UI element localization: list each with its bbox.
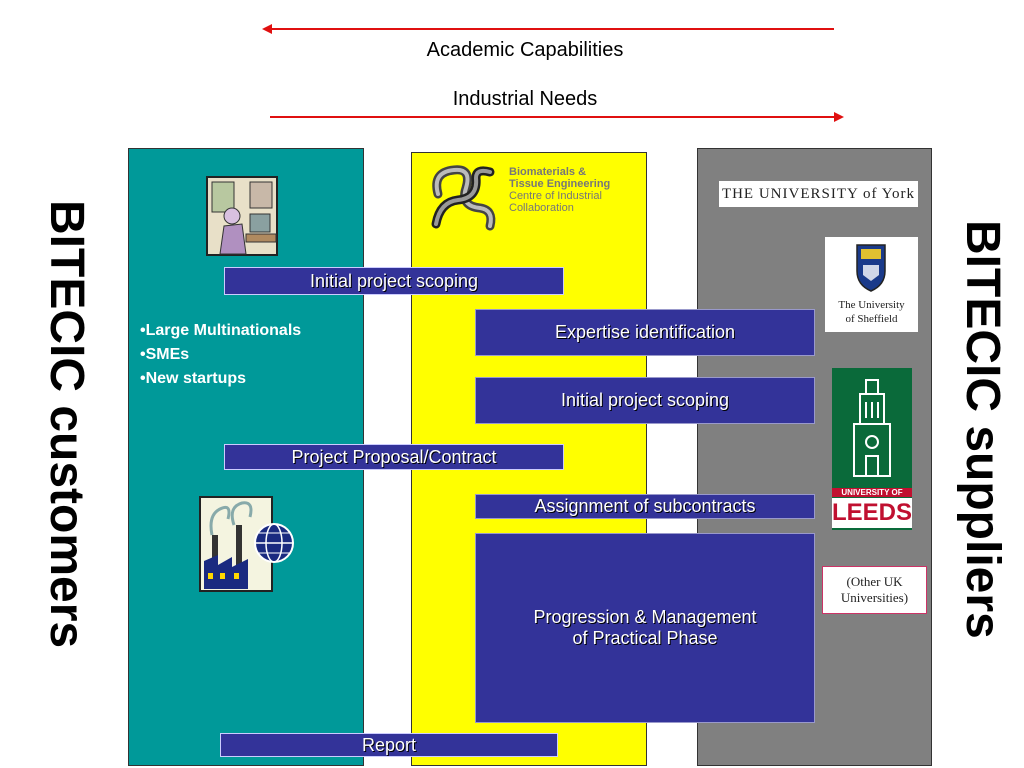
- arrow-right-head: [834, 112, 844, 122]
- leeds-tower-icon: [853, 379, 891, 477]
- academic-capabilities-label: Academic Capabilities: [426, 39, 624, 61]
- project-proposal-contract-box: Project Proposal/Contract: [224, 444, 564, 470]
- leeds-line-1: UNIVERSITY OF: [832, 488, 912, 497]
- other-uk-universities-box: (Other UK Universities): [822, 566, 927, 614]
- office-worker-icon: [206, 176, 278, 256]
- industrial-arrow: [270, 116, 836, 118]
- leeds-line-2: LEEDS: [832, 498, 913, 528]
- university-of-leeds-logo: UNIVERSITY OF LEEDS: [832, 368, 912, 530]
- university-of-york-logo: THE UNIVERSITY of York: [719, 181, 918, 207]
- sheffield-line-2: of Sheffield: [845, 313, 898, 325]
- report-box: Report: [220, 733, 558, 757]
- other-line-2: Universities): [840, 590, 909, 605]
- bitecic-customers-title: BITECIC customers: [40, 200, 93, 649]
- list-item: •SMEs: [140, 346, 190, 363]
- bitecic-line-1: Biomaterials &: [509, 166, 587, 178]
- initial-project-scoping-center-box: Initial project scoping: [475, 377, 815, 424]
- industrial-needs-label: Industrial Needs: [452, 88, 598, 110]
- sheffield-line-1: The University: [838, 299, 905, 311]
- bitecic-knot-logo: [431, 165, 496, 231]
- sheffield-crest-icon: [856, 244, 886, 292]
- other-line-1: (Other UK: [846, 574, 903, 589]
- progression-line-2: of Practical Phase: [572, 628, 718, 648]
- assignment-of-subcontracts-box: Assignment of subcontracts: [475, 494, 815, 519]
- list-item: •Large Multinationals: [140, 322, 302, 339]
- arrow-left-head: [262, 24, 272, 34]
- bitecic-logo-text: Biomaterials & Tissue Engineering Centre…: [509, 166, 610, 214]
- academic-arrow: [270, 28, 834, 30]
- university-of-sheffield-logo: The University of Sheffield: [825, 237, 918, 332]
- bitecic-line-4: Collaboration: [509, 202, 574, 214]
- progression-management-box: Progression & Management of Practical Ph…: [475, 533, 815, 723]
- bitecic-suppliers-title: BITECIC suppliers: [956, 220, 1009, 639]
- bitecic-line-2: Tissue Engineering: [509, 178, 611, 190]
- list-item: •New startups: [140, 370, 247, 387]
- initial-project-scoping-left-box: Initial project scoping: [224, 267, 564, 295]
- factory-globe-icon: [199, 496, 294, 592]
- expertise-identification-box: Expertise identification: [475, 309, 815, 356]
- bitecic-line-3: Centre of Industrial: [509, 190, 602, 202]
- customer-types-list: •Large Multinationals •SMEs •New startup…: [140, 319, 301, 391]
- progression-line-1: Progression & Management: [533, 607, 757, 627]
